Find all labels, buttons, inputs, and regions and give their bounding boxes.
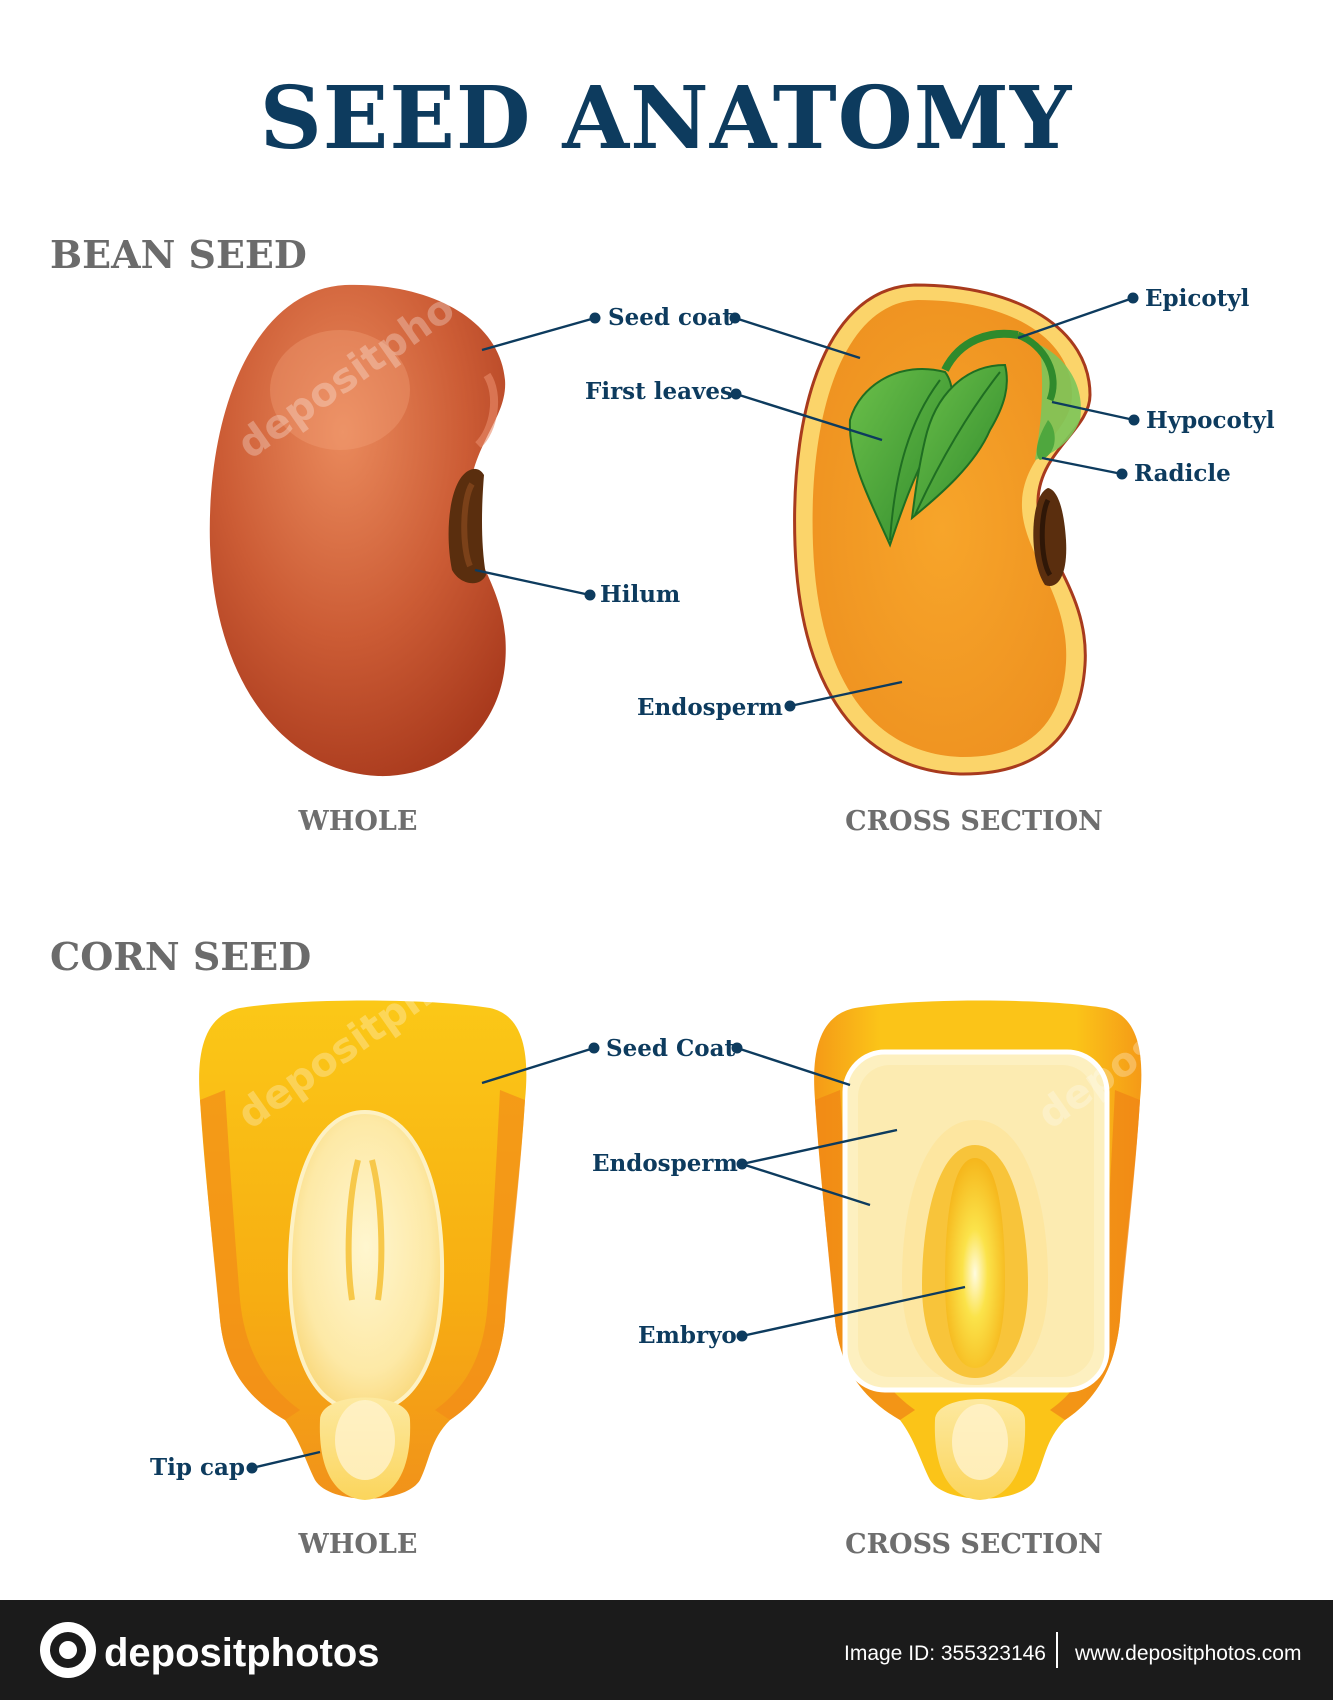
- bean-cross-caption: CROSS SECTION: [845, 806, 1103, 837]
- bean-endosperm-label: Endosperm: [637, 694, 783, 721]
- bean-cross-section-illustration: [793, 283, 1092, 776]
- footer-image-id: Image ID: 355323146: [844, 1642, 1046, 1665]
- corn-embryo-callout: Embryo: [638, 1285, 966, 1349]
- bean-hilum-callout: Hilum: [474, 568, 680, 608]
- footer-bar: depositphotos Image ID: 355323146 www.de…: [0, 1600, 1333, 1700]
- bean-whole-illustration: [209, 284, 506, 777]
- bean-whole-caption: WHOLE: [298, 806, 418, 837]
- corn-cross-section-illustration: [814, 1000, 1142, 1500]
- bean-endosperm-callout: Endosperm: [637, 680, 903, 721]
- bean-seed-coat-callout: Seed coat: [481, 304, 861, 360]
- page-title: SEED ANATOMY: [260, 68, 1073, 169]
- bean-seed-heading: BEAN SEED: [50, 232, 307, 277]
- bean-seed-coat-label: Seed coat: [608, 304, 733, 331]
- bean-hypocotyl-callout: Hypocotyl: [1051, 400, 1275, 434]
- corn-endosperm-label: Endosperm: [592, 1150, 738, 1177]
- corn-embryo-label: Embryo: [638, 1322, 737, 1349]
- corn-seed-heading: CORN SEED: [50, 934, 311, 979]
- corn-endosperm-callout: Endosperm: [592, 1128, 898, 1207]
- bean-hypocotyl-label: Hypocotyl: [1146, 407, 1275, 434]
- bean-radicle-label: Radicle: [1134, 460, 1231, 487]
- corn-cross-caption: CROSS SECTION: [845, 1529, 1103, 1560]
- bean-epicotyl-callout: Epicotyl: [1017, 285, 1250, 340]
- corn-tip-cap-label: Tip cap: [150, 1454, 245, 1481]
- bean-epicotyl-label: Epicotyl: [1145, 285, 1250, 312]
- bean-first-leaves-callout: First leaves: [585, 378, 883, 442]
- footer-site-link[interactable]: www.depositphotos.com: [1074, 1642, 1301, 1665]
- corn-seed-coat-label: Seed Coat: [606, 1035, 736, 1062]
- depositphotos-logo-icon: [40, 1622, 96, 1678]
- corn-tip-cap-callout: Tip cap: [150, 1450, 321, 1481]
- corn-whole-illustration: [199, 1000, 527, 1500]
- bean-first-leaves-label: First leaves: [585, 378, 733, 405]
- footer-divider: [1056, 1632, 1058, 1668]
- corn-whole-caption: WHOLE: [298, 1529, 418, 1560]
- corn-seed-coat-callout: Seed Coat: [481, 1035, 851, 1087]
- bean-hilum-label: Hilum: [600, 581, 680, 608]
- bean-radicle-callout: Radicle: [1041, 456, 1231, 487]
- footer-logo-text: depositphotos: [104, 1631, 380, 1675]
